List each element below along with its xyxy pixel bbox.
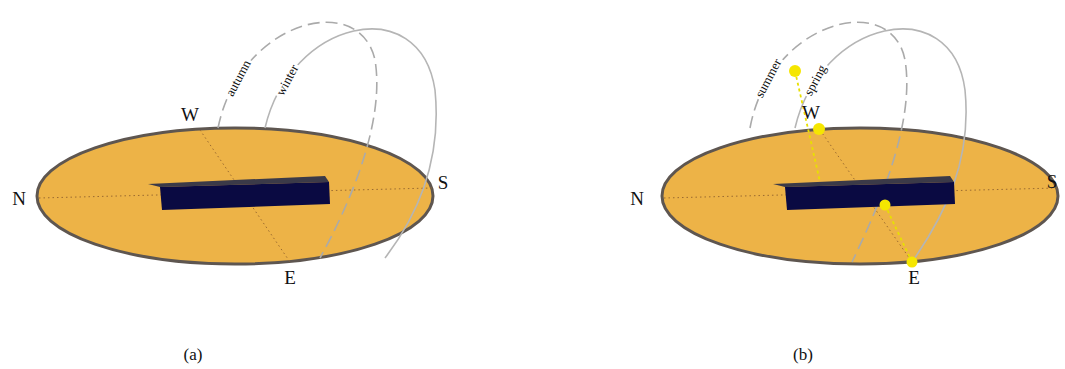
compass-label: S (436, 172, 451, 193)
compass-label: W (800, 102, 822, 123)
panel-a (37, 22, 436, 264)
season-label: winter (272, 60, 303, 100)
compass-label: E (906, 267, 922, 288)
solar-panel (785, 182, 955, 210)
panel-caption: (b) (791, 345, 815, 364)
compass-label: W (179, 104, 201, 125)
sun (789, 65, 801, 77)
summer-path (750, 22, 907, 262)
sun-ray (885, 205, 912, 262)
autumn-path (218, 22, 377, 258)
season-label: autumn (221, 55, 254, 100)
compass-label: S (1045, 171, 1060, 192)
solar-panel (160, 182, 330, 210)
compass-label: E (282, 267, 298, 288)
season-label: summer (751, 54, 786, 102)
spring-path (795, 29, 966, 262)
panel-caption: (a) (182, 345, 205, 364)
panel-b (662, 22, 1058, 267)
ground-disc (37, 128, 433, 264)
winter-path (265, 29, 436, 258)
compass-label: N (628, 188, 646, 209)
compass-label: N (10, 188, 28, 209)
season-label: spring (800, 60, 830, 99)
sun (813, 123, 825, 135)
sun (907, 257, 918, 268)
sun (880, 200, 891, 211)
